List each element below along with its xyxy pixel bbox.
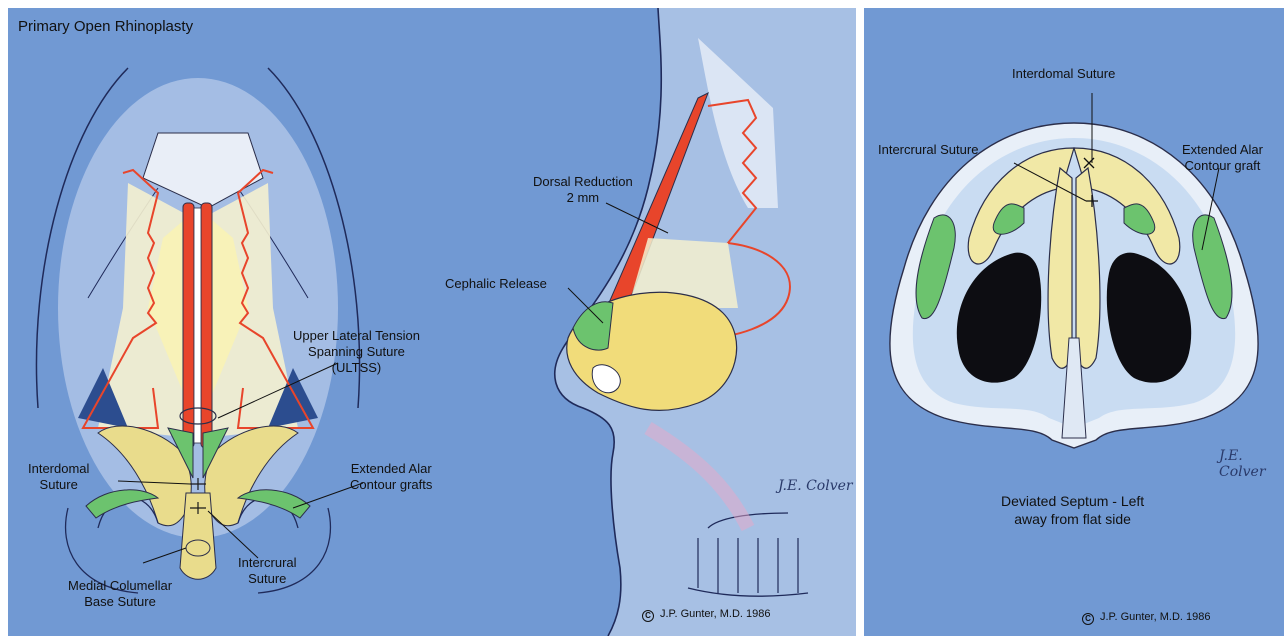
medial-columellar-leader [143,548,186,563]
spreader-graft-right [201,203,212,448]
rhinoplasty-right-panel: Interdomal Suture Intercrural Suture Ext… [864,8,1284,636]
right-artist-signature: J.E. Colver [1219,448,1284,480]
right-illustration [864,8,1284,636]
artist-signature: J.E. Colver [778,478,853,494]
dorsal-reduction-label: Dorsal Reduction 2 mm [533,174,633,206]
medial-columellar-label: Medial Columellar Base Suture [68,578,172,610]
right-alar-graft-label: Extended Alar Contour graft [1182,142,1263,174]
right-interdomal-label: Interdomal Suture [1012,66,1115,82]
deviated-septum-label: Deviated Septum - Left away from flat si… [1001,492,1144,528]
interdomal-label: Interdomal Suture [28,461,89,493]
left-illustration [8,8,856,636]
copyright-icon: C [642,610,654,622]
alar-graft-label: Extended Alar Contour grafts [350,461,432,493]
ultss-label: Upper Lateral Tension Spanning Suture (U… [293,328,420,376]
right-intercrural-label: Intercrural Suture [878,142,978,158]
copyright-icon: C [1082,613,1094,625]
rhinoplasty-left-panel: Primary Open Rhinoplasty Upper Lateral T… [8,8,856,636]
figure-title: Primary Open Rhinoplasty [18,18,193,35]
cephalic-release-label: Cephalic Release [445,276,547,292]
intercrural-label: Intercrural Suture [238,555,297,587]
